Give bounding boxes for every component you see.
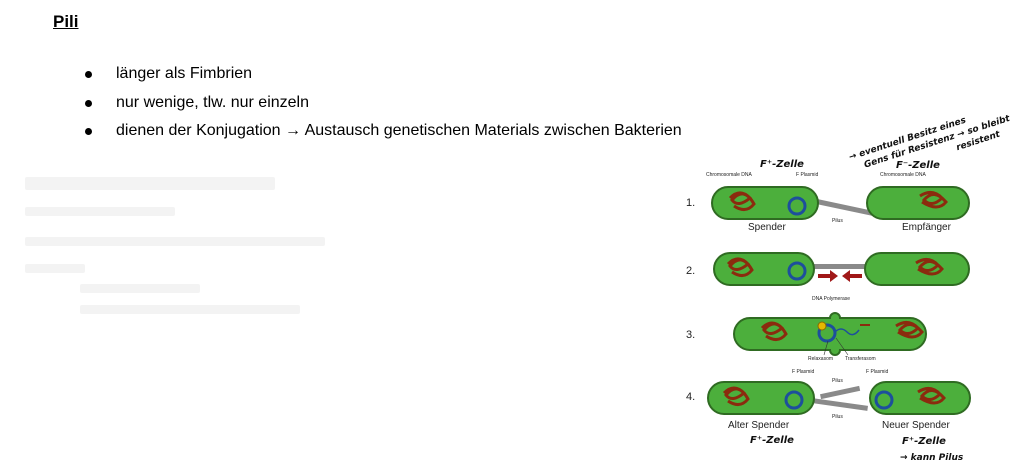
f-plasmid-label: F Plasmid [792,369,814,375]
step-number: 2. [686,265,695,277]
arrow-right-icon [818,270,838,282]
old-donor-cell [707,381,815,415]
relaxasome-label: Relaxasom [808,356,833,362]
f-plasmid [787,261,807,281]
chromosomal-dna [919,191,948,209]
bullet-text: dienen der Konjugation → Austausch genet… [116,122,682,139]
page-title: Pili [53,12,79,31]
chromosomal-dna [728,191,756,211]
pilus-label: Pilus [832,218,843,224]
recipient-cell [866,186,970,220]
pointer-line [835,337,849,356]
step-number: 1. [686,197,695,209]
handwritten-note: → eventuell Besitz eines Gens für Resist… [848,114,1012,171]
f-plasmid-label: F Plasmid [796,172,818,178]
step-number: 3. [686,329,695,341]
chromosomal-dna [760,321,788,341]
handwritten-f-plus-cell: F⁺-Zelle [750,435,794,446]
conjugation-diagram: F⁺-Zelle F⁻-Zelle → eventuell Besitz ein… [686,114,1012,463]
pilus [805,264,875,269]
chromosomal-dna-label: Chromosomale DNA [880,172,927,178]
f-plasmid-label: F Plasmid [866,369,888,375]
transferasome-label: Transferasom [845,356,876,362]
chromosomal-dna-label: Chromosomale DNA [706,172,753,178]
pilus-label: Pilus [832,378,843,384]
handwritten-can-pilus: → kann Pilus [900,453,964,463]
chromosomal-dna [722,386,750,406]
bullet-list: länger als Fimbrien nur wenige, tlw. nur… [85,60,682,146]
single-strand-dna [834,328,860,336]
recipient-label: Empfänger [902,222,952,233]
list-item: nur wenige, tlw. nur einzeln [85,89,682,118]
chromosomal-dna [917,387,946,405]
arrow-left-icon [842,270,862,282]
pilus-label: Pilus [832,414,843,420]
handwritten-f-plus-cell: F⁺-Zelle [902,436,946,447]
list-item: länger als Fimbrien [85,60,682,89]
bullet-icon [85,71,92,78]
bullet-icon [85,99,92,107]
step-number: 4. [686,391,695,403]
f-plasmid [787,196,807,216]
donor-label: Spender [748,222,786,233]
bullet-text: nur wenige, tlw. nur einzeln [116,93,309,111]
dna-polymerase [817,321,827,331]
dna-polymerase-label: DNA Polymerase [812,296,850,302]
pilus [809,397,869,411]
bullet-text: länger als Fimbrien [116,65,253,82]
old-donor-label: Alter Spender [728,420,790,431]
pointer-line [823,340,829,356]
donor-cell [711,186,819,220]
list-item: dienen der Konjugation → Austausch genet… [85,117,682,146]
f-plasmid [784,390,804,410]
f-plasmid [817,323,837,343]
bullet-icon [85,128,92,135]
conjugating-cells [733,312,927,356]
chromosomal-dna [895,321,924,339]
f-plasmid [874,390,894,410]
pilus [820,385,861,400]
faded-background-text [25,172,355,322]
new-donor-label: Neuer Spender [882,420,950,431]
recipient-cell [864,252,970,286]
chromosomal-dna [726,257,754,277]
chromosomal-dna [915,258,944,276]
handwritten-f-minus-cell: F⁻-Zelle [896,160,940,171]
pilus [815,198,875,217]
handwritten-f-plus-cell: F⁺-Zelle [760,159,804,170]
